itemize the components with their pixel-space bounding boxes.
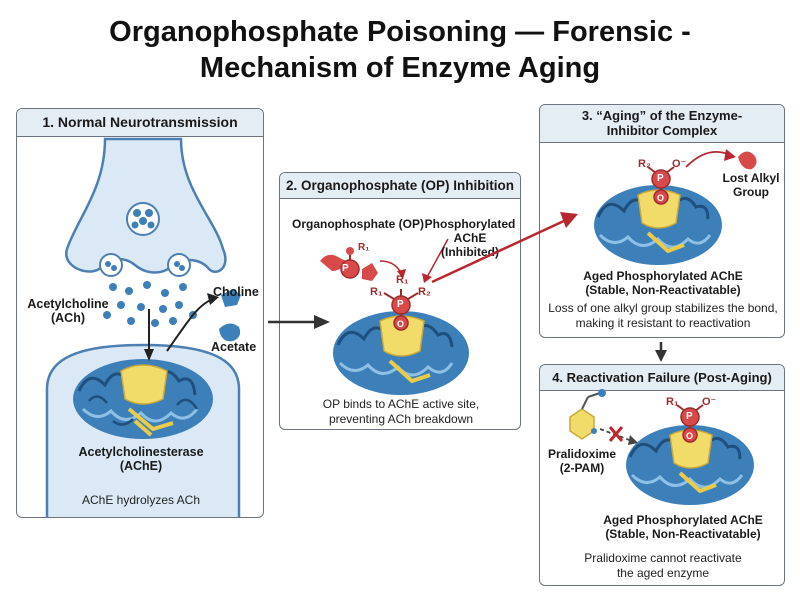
bound-r2-label: R₂ [418,286,431,298]
acetate-label: Acetate [211,340,257,354]
panel-op-inhibition: 2. Organophosphate (OP) Inhibition [279,172,521,430]
fail-p-label: P [686,411,693,422]
panel-3-heading-line-2: Inhibitor Complex [606,123,718,138]
pralidoxime-label-line-1: Pralidoxime [547,447,617,461]
fail-r1-label: R₁ [666,396,679,408]
blocked-x-icon [608,426,624,442]
bound-p-label: P [397,299,404,310]
panel-1-heading: 1. Normal Neurotransmission [17,109,263,137]
panel-3-caption-line-2: making it resistant to reactivation [575,316,751,330]
acetate-icon [219,323,241,342]
ach-label-line-1: Acetylcholine [27,297,109,311]
panel-2-caption-line-1: OP binds to AChE active site, [322,397,480,411]
fail-aged-label-line-2: (Stable, Non-Reactivatable) [605,527,761,541]
panel-3-caption-line-1: Loss of one alkyl group stabilizes the b… [548,301,778,315]
lost-alkyl-group-icon [738,151,757,170]
lost-alkyl-label: Lost Alkyl Group [718,171,784,199]
panel-normal-neurotransmission: 1. Normal Neurotransmission [16,108,264,518]
panel-2-heading: 2. Organophosphate (OP) Inhibition [280,173,520,199]
lost-alkyl-label-line-2: Group [733,185,769,199]
panel-1-caption: AChE hydrolyzes ACh [81,493,201,507]
ach-label-line-2: (ACh) [50,311,85,325]
panel-4-caption-line-1: Pralidoxime cannot reactivate [584,551,742,565]
panel-2-caption: OP binds to AChE active site, preventing… [280,397,520,427]
panel-reactivation-failure: 4. Reactivation Failure (Post-Aging) R₁ … [539,364,785,586]
aged-p-label: P [657,173,664,184]
lost-alkyl-label-line-1: Lost Alkyl [722,171,780,185]
diagram-title: Organophosphate Poisoning — Forensic - M… [0,14,800,86]
fail-aged-label-line-1: Aged Phosphorylated AChE [603,513,763,527]
ache-enzyme-4 [626,425,754,505]
choline-icon [221,289,241,307]
pralidoxime-label-line-2: (2-PAM) [559,461,605,475]
fail-ominus-label: O⁻ [702,396,717,408]
panel-4-caption: Pralidoxime cannot reactivate the aged e… [540,551,784,581]
panel-4-heading: 4. Reactivation Failure (Post-Aging) [540,365,784,391]
ach-molecules [103,281,197,327]
ach-label: Acetylcholine (ACh) [23,297,113,325]
panel-3-heading-line-1: 3. “Aging” of the Enzyme- [581,108,743,123]
panel-4-illustration [569,389,754,505]
fail-o-label: O [686,431,694,441]
choline-label: Choline [213,285,259,299]
panel-1-illustration [45,137,241,517]
aged-ache-label-line-2: (Stable, Non-Reactivatable) [585,283,741,297]
ache-enzyme-2 [333,311,469,395]
op-label: Organophosphate (OP) [292,217,424,231]
panel-enzyme-aging: 3. “Aging” of the Enzyme- Inhibitor Comp… [539,104,785,338]
aged-o-label: O [657,193,665,203]
aged-ominus-label: O⁻ [672,158,687,170]
fail-aged-ache-label: Aged Phosphorylated AChE (Stable, Non-Re… [580,513,784,541]
aged-ache-label-line-1: Aged Phosphorylated AChE [583,269,743,283]
bound-o-label: O [397,319,405,329]
panel-4-caption-line-2: the aged enzyme [616,566,710,580]
panel-2-caption-line-2: preventing ACh breakdown [328,412,474,426]
ache-label-line-2: (AChE) [119,459,163,473]
phosphorylated-label-line-2: AChE (Inhibited) [441,231,499,259]
ache-enzyme-3 [594,185,722,265]
ache-label-line-1: Acetylcholinesterase [78,445,204,459]
aged-r2-label: R₂ [638,158,651,170]
ache-enzyme-1 [73,359,213,439]
op-r1-label: R₁ [358,242,370,253]
arrow-panel3-to-panel4 [655,342,667,362]
op-p-label: P [342,263,349,274]
ache-label: Acetylcholinesterase (AChE) [51,445,231,473]
phosphorylated-label-line-1: Phosphorylated [424,217,516,231]
aged-ache-label: Aged Phosphorylated AChE (Stable, Non-Re… [540,269,784,297]
panel-3-caption: Loss of one alkyl group stabilizes the b… [540,301,784,331]
phosphorylated-label: Phosphorylated AChE (Inhibited) [424,217,516,259]
bound-r1-label: R₁ [396,274,409,286]
title-line-1: Organophosphate Poisoning — Forensic - [109,16,691,48]
panel-3-heading: 3. “Aging” of the Enzyme- Inhibitor Comp… [540,105,784,143]
title-line-2: Mechanism of Enzyme Aging [199,52,601,84]
pralidoxime-label: Pralidoxime (2-PAM) [544,447,620,475]
organophosphate-molecule [320,247,378,281]
panel-2-illustration [320,238,469,395]
panel-3-illustration [594,149,757,265]
pralidoxime-molecule [569,389,606,440]
bound-r1-left-label: R₁ [370,286,383,298]
